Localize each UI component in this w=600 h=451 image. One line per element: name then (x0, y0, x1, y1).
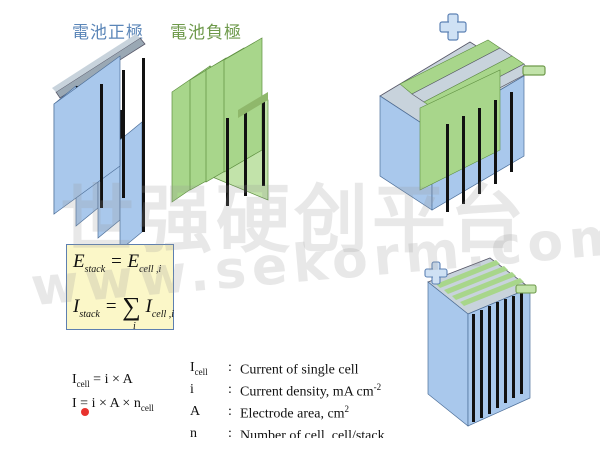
bottom-crop (0, 438, 600, 450)
minus-sign-small-icon (515, 284, 537, 294)
current-formula: Istack = ∑ Icell ,i i (73, 292, 175, 332)
stack-current-equation: I = i × A × ncell (72, 396, 154, 413)
watermark-text: 世强硬创平台 (60, 177, 528, 263)
sum-symbol: ∑ (122, 292, 141, 321)
cell-current-equation: Icell = i × A (72, 372, 133, 389)
dense-stack-illustration (427, 257, 531, 427)
negative-electrode-illustration (171, 37, 269, 206)
plus-sign-icon (439, 13, 467, 41)
minus-sign-icon (522, 65, 546, 76)
symbol-legend: Icell : Current of single cell i : Curre… (190, 360, 385, 444)
plus-sign-small-icon (424, 261, 448, 285)
cursor-dot-icon (81, 408, 89, 416)
stack-formula-box: Estack = Ecell ,i Istack = ∑ Icell ,i i (66, 244, 175, 332)
assembled-stack-illustration (379, 39, 531, 212)
sum-index: i (133, 321, 136, 332)
voltage-formula: Estack = Ecell ,i (73, 251, 162, 275)
positive-electrode-title: 電池正極 (72, 23, 144, 43)
positive-electrode-illustration (52, 34, 146, 251)
negative-electrode-title: 電池負極 (170, 23, 242, 43)
